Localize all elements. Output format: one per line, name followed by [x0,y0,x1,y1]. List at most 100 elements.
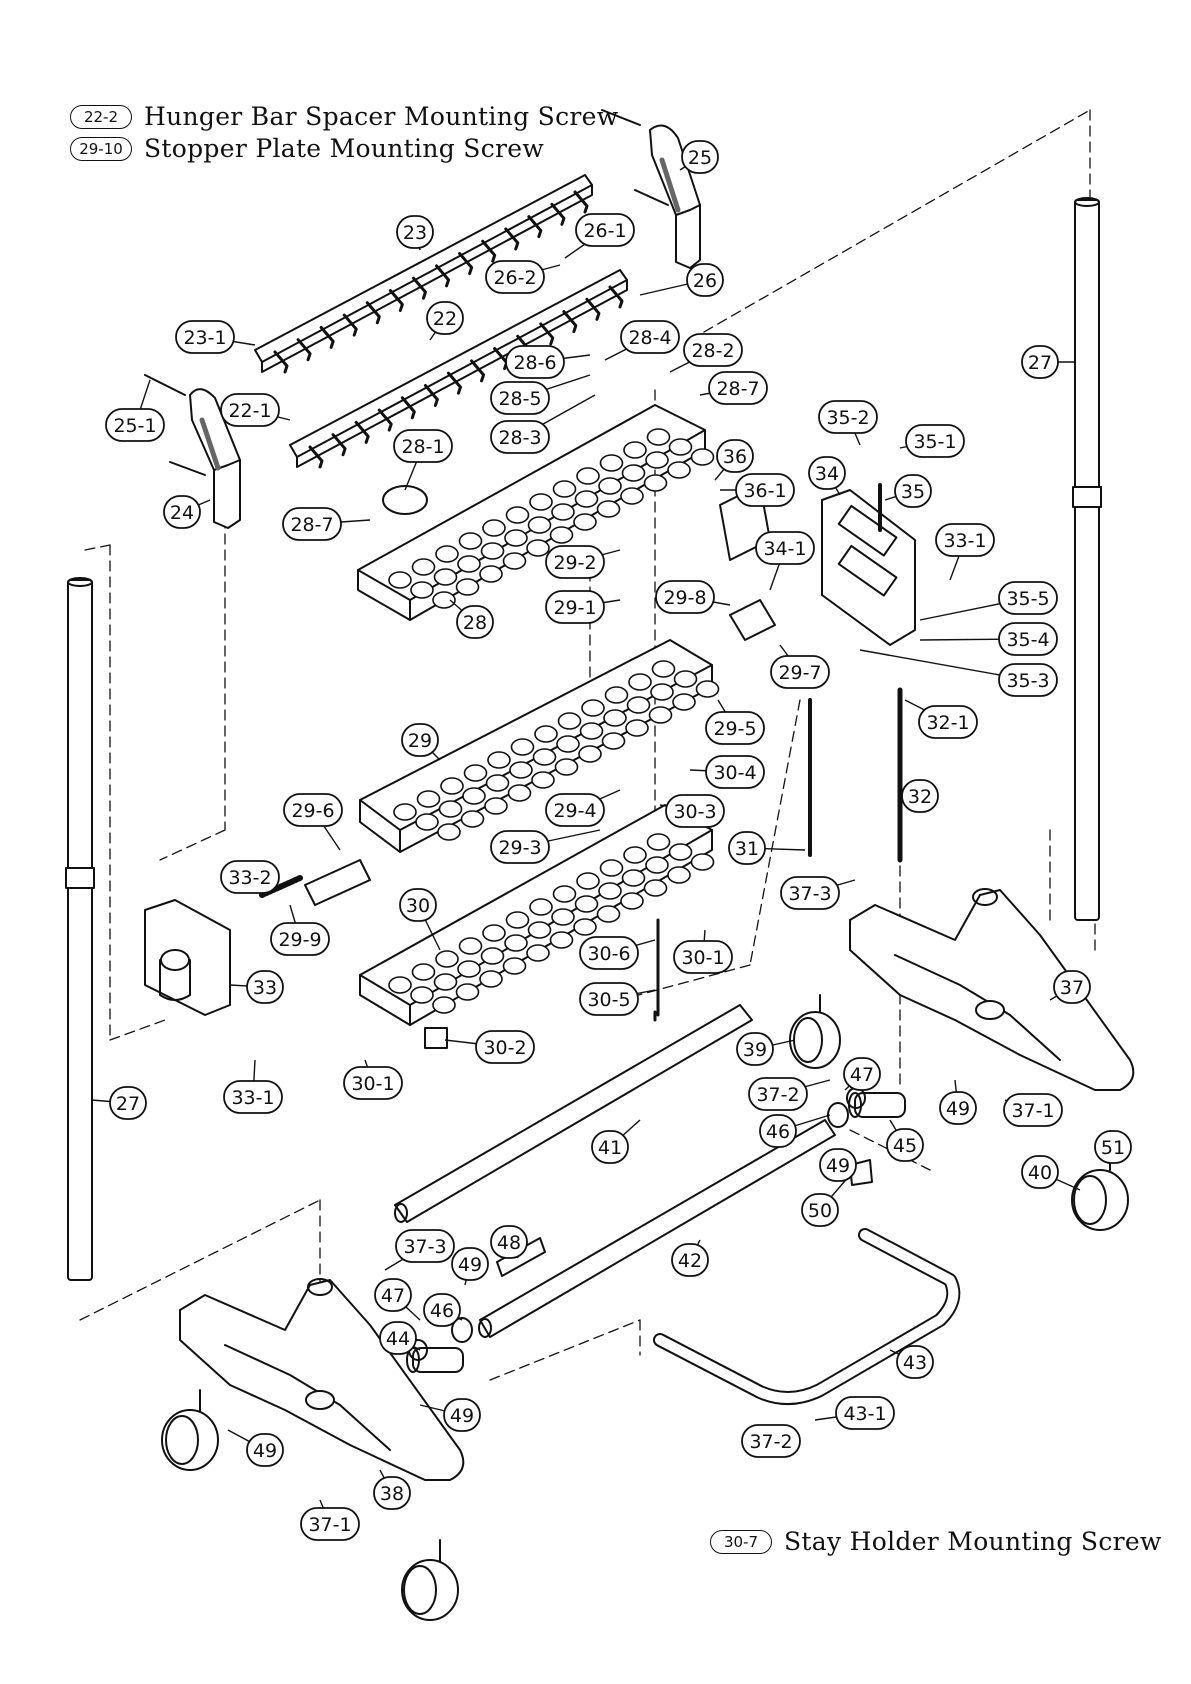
callout-label: 36-1 [743,480,786,502]
callout-bubble: 33-1 [223,1080,283,1114]
callout-label: 29-8 [663,587,706,609]
callout-label: 24 [170,502,194,524]
callout-label: 29-9 [278,929,321,951]
stopper-29-6 [304,859,371,906]
callout-bubble: 23-1 [175,320,235,354]
callout-label: 23 [403,222,427,244]
callout-bubble: 29-8 [655,580,715,614]
callout-bubble: 33-1 [935,523,995,557]
callout-label: 47 [850,1064,874,1086]
caster-left-front [401,1539,459,1621]
hanger-bar-22 [289,269,628,468]
callout-label: 38 [380,1483,404,1505]
callout-bubble: 28-5 [490,381,550,415]
callout-label: 29-3 [498,837,541,859]
callout-label: 51 [1101,1137,1125,1159]
rod-42 [478,1119,836,1338]
side-bracket-24 [189,388,241,529]
callout-label: 35-4 [1006,629,1049,651]
callout-bubble: 37-3 [780,876,840,910]
callout-label: 46 [430,1300,454,1322]
caster-39 [789,994,841,1069]
mount-bracket-33 [144,899,231,1016]
callout-label: 29-5 [713,718,756,740]
callout-bubble: 35-1 [905,424,965,458]
callout-bubble: 26-2 [485,260,545,294]
callout-bubble: 33 [246,970,284,1004]
mount-bracket-34 [821,489,916,646]
callout-label: 46 [766,1121,790,1143]
callout-bubble: 30-1 [673,940,733,974]
ring-46-right [827,1102,849,1128]
callout-label: 50 [808,1200,832,1222]
callout-label: 49 [458,1254,482,1276]
callout-bubble: 35-2 [818,400,878,434]
callout-bubble: 37-2 [741,1424,801,1458]
callout-label: 25 [688,147,712,169]
callout-bubble: 37-1 [1003,1093,1063,1127]
callout-label: 22-1 [228,400,271,422]
callout-label: 48 [497,1232,521,1254]
callout-label: 33 [253,977,277,999]
callout-label: 41 [598,1137,622,1159]
callout-label: 32-1 [926,712,969,734]
callout-bubble: 29-4 [545,793,605,827]
callout-label: 49 [946,1098,970,1120]
callout-label: 30-5 [587,989,630,1011]
callout-label: 30 [406,895,430,917]
callout-bubble: 47 [374,1278,412,1312]
callout-label: 28-1 [401,436,444,458]
callout-bubble: 32-1 [918,705,978,739]
callout-bubble: 28-2 [683,333,743,367]
legend-text: Hunger Bar Spacer Mounting Screw [144,102,619,131]
callout-label: 29-4 [553,800,596,822]
callout-label: 29-1 [553,597,596,619]
callout-label: 30-2 [483,1037,526,1059]
callout-bubble: 28-7 [708,371,768,405]
callout-label: 34-1 [763,538,806,560]
callout-bubble: 24 [163,495,201,529]
callout-bubble: 39 [736,1032,774,1066]
callout-bubble: 27 [1021,345,1059,379]
callout-label: 33-1 [231,1087,274,1109]
callout-label: 30-3 [673,801,716,823]
callout-bubble: 37-3 [395,1229,455,1263]
plate-29-holes [393,660,720,841]
callout-bubble: 35-5 [998,581,1058,615]
legend-stopper-plate-screw: 29-10 Stopper Plate Mounting Screw [70,134,544,163]
holder-30-2 [424,1027,448,1049]
callout-bubble: 49 [819,1148,857,1182]
callout-label: 45 [893,1135,917,1157]
callout-label: 30-6 [587,943,630,965]
callout-bubble: 30-2 [475,1030,535,1064]
callout-label: 39 [743,1039,767,1061]
rod-41 [394,1004,753,1223]
legend-code: 30-7 [710,1529,772,1554]
callout-bubble: 27 [109,1086,147,1120]
callout-bubble: 28-7 [282,507,342,541]
base-foot-38 [179,1278,465,1481]
callout-label: 29-7 [778,662,821,684]
callout-label: 35-5 [1006,588,1049,610]
callout-bubble: 35-3 [998,663,1058,697]
callout-label: 26 [693,270,717,292]
callout-bubble: 45 [886,1128,924,1162]
callout-bubble: 43 [896,1345,934,1379]
callout-bubble: 29-5 [705,711,765,745]
callout-bubble: 44 [379,1321,417,1355]
legend-stay-holder-screw: 30-7 Stay Holder Mounting Screw [710,1527,1162,1556]
callout-label: 23-1 [183,327,226,349]
callout-bubble: 41 [591,1130,629,1164]
ring-46-left [451,1317,473,1343]
callout-label: 29-2 [553,552,596,574]
callout-bubble: 31 [728,831,766,865]
callout-bubble: 22-1 [220,393,280,427]
callout-bubble: 30-1 [343,1066,403,1100]
joint-45 [848,1092,906,1118]
callout-label: 43 [903,1352,927,1374]
callout-label: 35 [901,481,925,503]
callout-bubble: 22 [426,301,464,335]
callout-label: 28-7 [716,378,759,400]
assembly-guide-lines [79,109,1096,1381]
